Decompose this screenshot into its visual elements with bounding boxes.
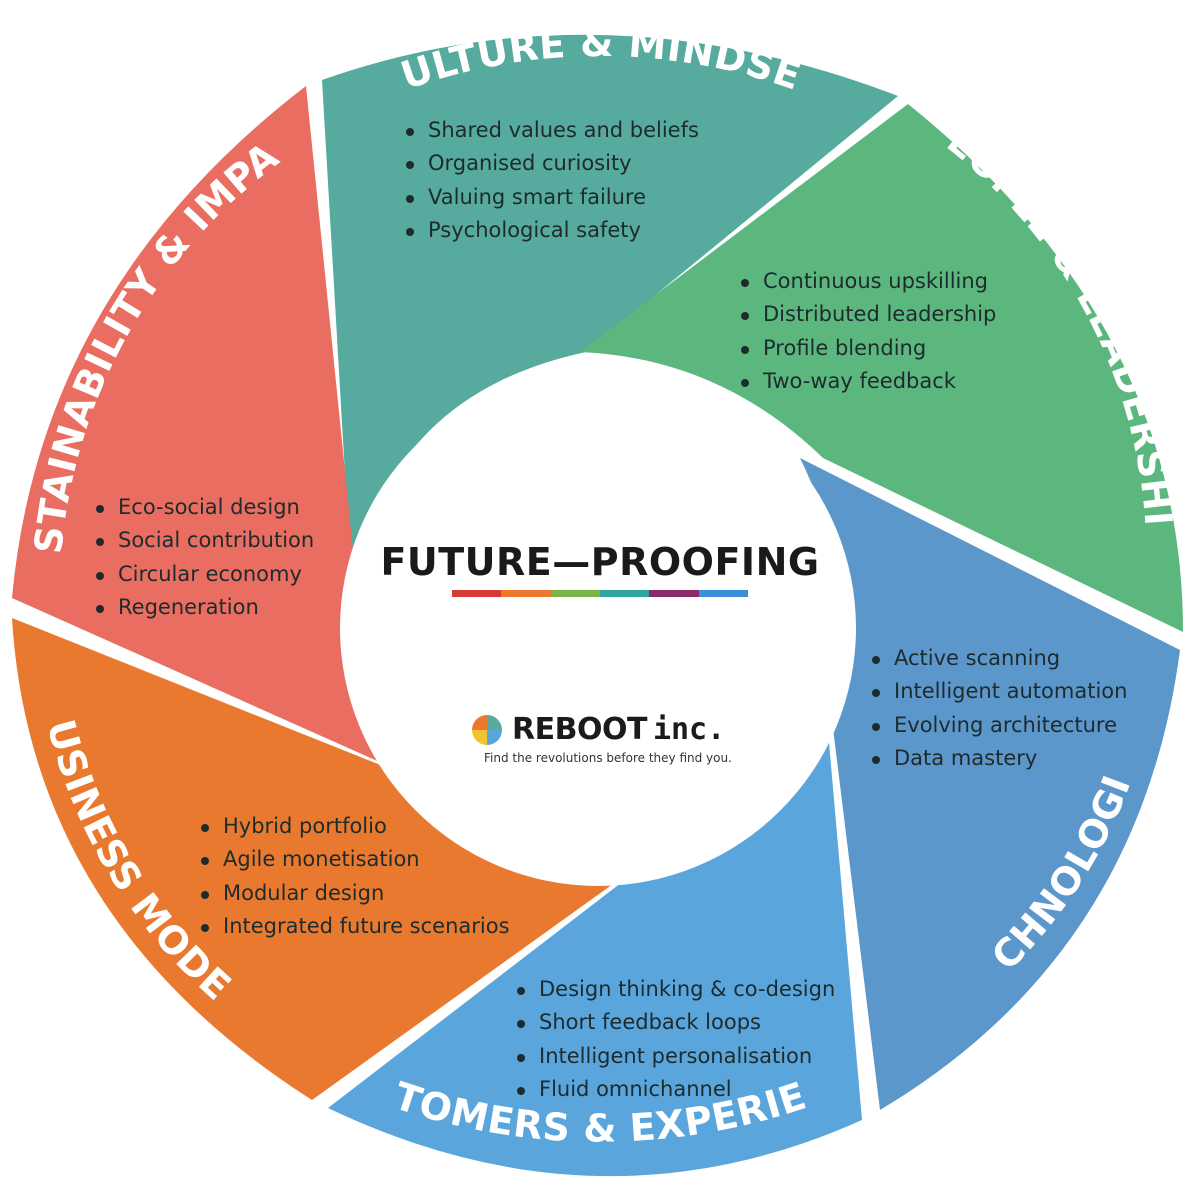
logo-quadrant-3	[487, 729, 502, 745]
list-item: Short feedback loops	[515, 1006, 835, 1039]
color-bar-blue	[698, 590, 748, 597]
logo-quadrant-2	[487, 714, 502, 730]
reboot-logo-icon	[472, 714, 502, 745]
list-item: Distributed leadership	[739, 298, 996, 331]
page-title: FUTURE—PROOFING	[380, 540, 820, 584]
segment-customers	[328, 708, 862, 1177]
list-item: Integrated future scenarios	[199, 910, 510, 943]
list-item: Data mastery	[870, 742, 1127, 775]
list-item: Active scanning	[870, 642, 1127, 675]
segment-technologies	[800, 458, 1180, 1110]
list-item: Agile monetisation	[199, 843, 510, 876]
segment-culture	[322, 34, 898, 560]
list-item: Organised curiosity	[404, 147, 699, 180]
list-item: Psychological safety	[404, 214, 699, 247]
list-item: Regeneration	[94, 591, 314, 624]
color-bar-red	[452, 590, 502, 597]
segment-sustainability	[12, 86, 402, 772]
logo-quadrant-4	[472, 729, 487, 745]
color-bar-green	[550, 590, 600, 597]
list-item: Valuing smart failure	[404, 181, 699, 214]
center-heading: FUTURE—PROOFING	[380, 540, 820, 597]
list-item: Intelligent personalisation	[515, 1040, 835, 1073]
list-item: Circular economy	[94, 558, 314, 591]
center-disc	[340, 370, 856, 886]
list-item: Profile blending	[739, 332, 996, 365]
color-bar	[452, 590, 748, 597]
list-item: Design thinking & co-design	[515, 973, 835, 1006]
list-item: Intelligent automation	[870, 675, 1127, 708]
sustainability-list: Eco-social design Social contribution Ci…	[94, 491, 314, 625]
color-bar-orange	[501, 590, 551, 597]
brand-name-suffix: inc.	[652, 712, 726, 747]
list-item: Evolving architecture	[870, 709, 1127, 742]
brand-name-main: REBOOT	[512, 712, 647, 747]
culture-list: Shared values and beliefs Organised curi…	[404, 114, 699, 248]
customers-list: Design thinking & co-design Short feedba…	[515, 973, 835, 1107]
list-item: Shared values and beliefs	[404, 114, 699, 147]
list-item: Fluid omnichannel	[515, 1073, 835, 1106]
technologies-list: Active scanning Intelligent automation E…	[870, 642, 1127, 776]
logo-quadrant-1	[472, 714, 487, 730]
people-list: Continuous upskilling Distributed leader…	[739, 265, 996, 399]
list-item: Hybrid portfolio	[199, 810, 510, 843]
list-item: Modular design	[199, 877, 510, 910]
list-item: Continuous upskilling	[739, 265, 996, 298]
segment-business	[12, 618, 652, 1100]
list-item: Two-way feedback	[739, 365, 996, 398]
business-list: Hybrid portfolio Agile monetisation Modu…	[199, 810, 510, 944]
segment-people	[580, 104, 1183, 632]
list-item: Social contribution	[94, 524, 314, 557]
color-bar-purple	[649, 590, 699, 597]
brand-tagline: Find the revolutions before they find yo…	[484, 751, 732, 765]
outer-ring	[12, 34, 1183, 1177]
list-item: Eco-social design	[94, 491, 314, 524]
color-bar-teal	[599, 590, 650, 597]
